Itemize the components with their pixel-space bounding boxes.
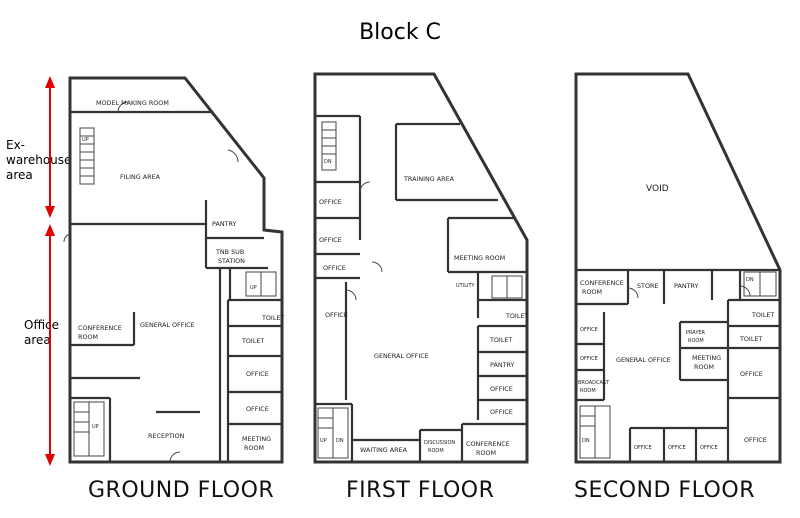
ex-warehouse-line3: area [6, 168, 33, 182]
ground-office-b: OFFICE [246, 405, 269, 413]
second-office-bottom-c: OFFICE [700, 445, 718, 451]
ground-tnb-line1: TNB SUB [215, 248, 244, 256]
ground-stair-bottom [73, 401, 105, 457]
ground-filing-area: FILING AREA [120, 173, 161, 181]
second-broadcast-line1: BROADCAST [578, 380, 610, 386]
second-office-left-b: OFFICE [580, 356, 598, 362]
second-floor-plan: VOID CONFERENCE ROOM STORE PANTRY TOILET… [574, 72, 782, 464]
second-stair-left [579, 405, 611, 459]
first-floor-plan: TRAINING AREA OFFICE OFFICE OFFICE MEETI… [313, 72, 529, 464]
first-floor-label: FIRST FLOOR [346, 478, 495, 503]
ground-outer-wall [68, 76, 284, 464]
first-stair-right [491, 275, 523, 299]
second-meeting-line1: MEETING [692, 354, 721, 362]
door-arc [169, 451, 181, 463]
door-arc [371, 261, 383, 273]
first-utility: UTILITY [456, 283, 476, 289]
first-dn-b: DN [336, 438, 344, 444]
ex-warehouse-label: Ex- warehouse area [6, 138, 71, 183]
ground-pantry: PANTRY [212, 220, 237, 228]
second-toilet-a: TOILET [751, 311, 774, 319]
door-arc [359, 181, 371, 193]
second-meeting-line2: ROOM [694, 363, 714, 371]
first-stair-top [321, 121, 337, 171]
ground-conference-line2: ROOM [78, 333, 98, 341]
first-training-area: TRAINING AREA [403, 175, 455, 183]
ground-floor-plan: MODEL MAKING ROOM FILING AREA PANTRY TNB… [63, 76, 284, 464]
second-dn-a: DN [582, 438, 590, 444]
ground-meeting-line1: MEETING [242, 435, 271, 443]
door-arc [739, 285, 751, 297]
door-arc [117, 101, 129, 113]
door-arc [345, 289, 357, 301]
second-office-bottom-a: OFFICE [634, 445, 652, 451]
ground-stair-top [79, 127, 95, 185]
first-pantry: PANTRY [490, 361, 515, 369]
second-toilet-b: TOILET [739, 335, 762, 343]
ground-up-c: UP [250, 285, 257, 291]
ground-meeting-line2: ROOM [244, 444, 264, 452]
first-office-a: OFFICE [319, 198, 342, 206]
second-stair-right [743, 271, 777, 297]
ground-conference-line1: CONFERENCE [78, 324, 122, 332]
ground-floor-label: GROUND FLOOR [88, 478, 275, 503]
first-conference-line1: CONFERENCE [466, 440, 510, 448]
ground-model-making-room: MODEL MAKING ROOM [96, 99, 169, 107]
first-toilet-b: TOILET [489, 336, 512, 344]
ground-toilet-b: TOILET [241, 337, 264, 345]
first-office-b: OFFICE [319, 236, 342, 244]
first-discussion-line1: DISCUSSION [424, 440, 455, 446]
second-broadcast-line2: ROOM [580, 388, 596, 394]
second-office-bottom-b: OFFICE [668, 445, 686, 451]
first-stair-bottom [317, 407, 349, 459]
first-waiting-area: WAITING AREA [360, 446, 408, 454]
door-arc [227, 149, 239, 163]
ground-general-office: GENERAL OFFICE [140, 321, 195, 329]
first-office-e: OFFICE [490, 408, 513, 416]
second-general-office: GENERAL OFFICE [616, 356, 671, 364]
first-toilet-a: TOILET [505, 312, 528, 320]
first-up-a: UP [320, 438, 327, 444]
ground-up-a: UP [82, 137, 89, 143]
second-conference-line2: ROOM [582, 288, 602, 296]
ground-tnb-line2: STATION [218, 257, 245, 265]
second-prayer-line2: ROOM [688, 338, 704, 344]
second-dn-b: DN [746, 277, 754, 283]
ex-warehouse-arrow [45, 76, 55, 218]
door-arc [627, 287, 639, 299]
ground-reception: RECEPTION [148, 432, 185, 440]
second-outer-wall [574, 72, 782, 464]
second-office-left-a: OFFICE [580, 327, 598, 333]
ground-up-b: UP [92, 424, 99, 430]
second-floor-label: SECOND FLOOR [574, 478, 755, 503]
ex-warehouse-line1: Ex- [6, 138, 26, 152]
first-meeting-room: MEETING ROOM [454, 254, 505, 262]
first-office-left: OFFICE [325, 311, 348, 319]
first-discussion-line2: ROOM [428, 448, 444, 454]
ground-stair-right [245, 271, 277, 297]
door-arc [63, 233, 71, 243]
second-void: VOID [646, 184, 669, 194]
second-pantry: PANTRY [674, 282, 699, 290]
second-prayer-line1: PRAYER [686, 330, 706, 336]
ex-warehouse-line2: warehouse [6, 153, 72, 167]
second-office-right-b: OFFICE [744, 436, 767, 444]
ground-toilet-a: TOILET [261, 314, 284, 322]
first-office-c: OFFICE [323, 264, 346, 272]
second-office-right-a: OFFICE [740, 370, 763, 378]
first-dn-a: DN [324, 159, 332, 165]
office-area-line2: area [24, 333, 51, 347]
page-title: Block C [359, 20, 441, 45]
first-office-d: OFFICE [490, 385, 513, 393]
ground-office-a: OFFICE [246, 370, 269, 378]
office-area-arrow [45, 224, 55, 466]
first-general-office: GENERAL OFFICE [374, 352, 429, 360]
first-conference-line2: ROOM [476, 449, 496, 457]
second-conference-line1: CONFERENCE [580, 279, 624, 287]
second-store: STORE [637, 282, 658, 290]
